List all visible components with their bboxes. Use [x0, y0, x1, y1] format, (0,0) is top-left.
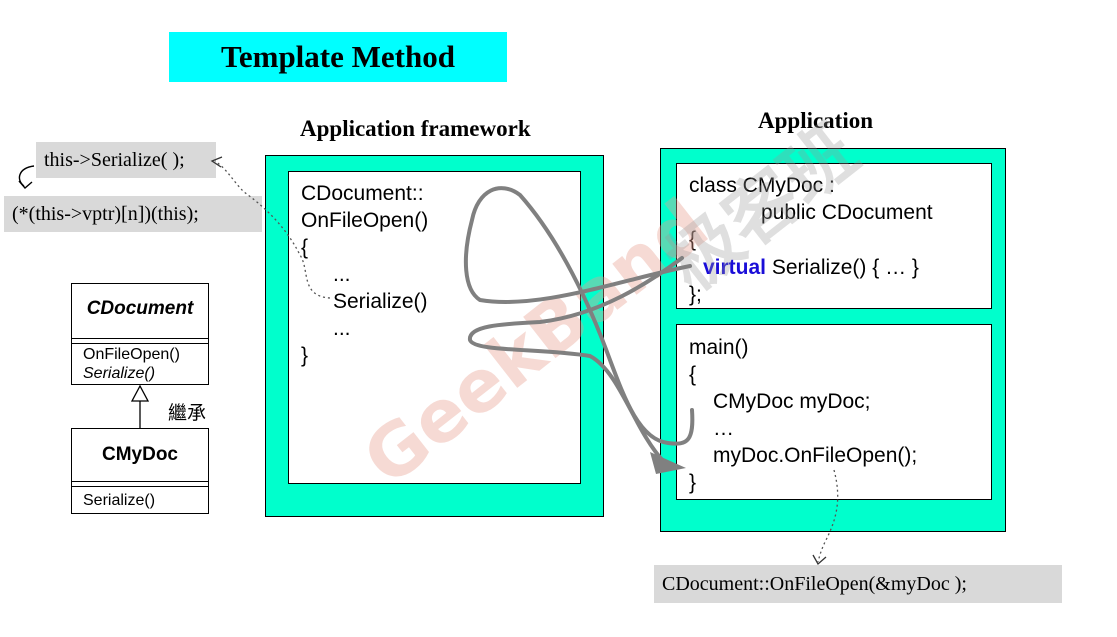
uml-class-cmydoc-name: CMyDoc	[101, 444, 178, 465]
application-heading: Application	[758, 108, 874, 133]
serialize-dotted-connector	[214, 160, 331, 299]
class-code-line2: public CDocument	[761, 201, 933, 224]
framework-code-line6: ...	[333, 317, 351, 340]
main-code-line6: }	[689, 471, 697, 494]
uml-inherit-arrowhead	[130, 384, 150, 402]
uml-inherit-label: 繼承	[168, 402, 207, 424]
note-serialize-call: this->Serialize( );	[36, 142, 216, 178]
class-code-line4: virtual Serialize() { … }	[703, 254, 919, 281]
framework-code-line2: OnFileOpen()	[301, 209, 429, 232]
main-code-onfileopen-call: myDoc.OnFileOpen();	[713, 444, 918, 467]
serialize-override: Serialize() { … }	[766, 256, 919, 279]
main-code-line2: {	[689, 363, 697, 386]
uml-class-cdocument-name: CDocument	[86, 298, 194, 319]
flow-arrowhead	[650, 452, 686, 474]
flow-return-path	[468, 256, 684, 464]
uml-divider	[72, 338, 208, 339]
onfileopen-note-arrowhead	[812, 554, 827, 566]
framework-code-line7: }	[301, 344, 309, 367]
framework-code-line4: ...	[333, 263, 351, 286]
class-panel: class CMyDoc : public CDocument { virtua…	[676, 163, 992, 309]
onfileopen-dotted-connector	[817, 469, 839, 563]
class-code-line5: };	[689, 283, 702, 306]
uml-op-serialize: Serialize()	[83, 365, 156, 382]
framework-panel: CDocument:: OnFileOpen() { ... Serialize…	[288, 171, 581, 484]
main-code-line4: …	[713, 417, 734, 440]
framework-code-line3: {	[301, 236, 309, 259]
note-curved-arrowhead	[18, 180, 33, 189]
uml-divider	[72, 343, 208, 344]
virtual-keyword: virtual	[703, 256, 767, 279]
uml-class-cdocument: CDocument OnFileOpen() Serialize()	[71, 283, 209, 385]
framework-code-line1: CDocument::	[301, 182, 424, 205]
uml-class-cmydoc: CMyDoc Serialize()	[71, 428, 209, 514]
uml-op-serialize-override: Serialize()	[83, 492, 156, 509]
framework-code-serialize-call: Serialize()	[333, 290, 428, 313]
uml-divider	[72, 481, 208, 482]
page-title: Template Method	[169, 32, 507, 82]
framework-heading: Application framework	[300, 116, 531, 141]
main-code-line3: CMyDoc myDoc;	[713, 390, 871, 413]
class-code-line1: class CMyDoc :	[689, 174, 835, 197]
main-code-line1: main()	[689, 336, 749, 359]
flow-call-path	[463, 186, 695, 446]
class-code-line3: {	[689, 228, 697, 251]
serialize-note-arrowhead	[210, 156, 223, 168]
note-onfileopen-call: CDocument::OnFileOpen(&myDoc );	[654, 565, 1062, 603]
note-vptr-call: (*(this->vptr)[n])(this);	[4, 196, 262, 232]
framework-frame: CDocument:: OnFileOpen() { ... Serialize…	[265, 155, 604, 517]
uml-divider	[72, 486, 208, 487]
application-frame: class CMyDoc : public CDocument { virtua…	[660, 148, 1006, 532]
uml-op-onfileopen: OnFileOpen()	[83, 346, 180, 363]
